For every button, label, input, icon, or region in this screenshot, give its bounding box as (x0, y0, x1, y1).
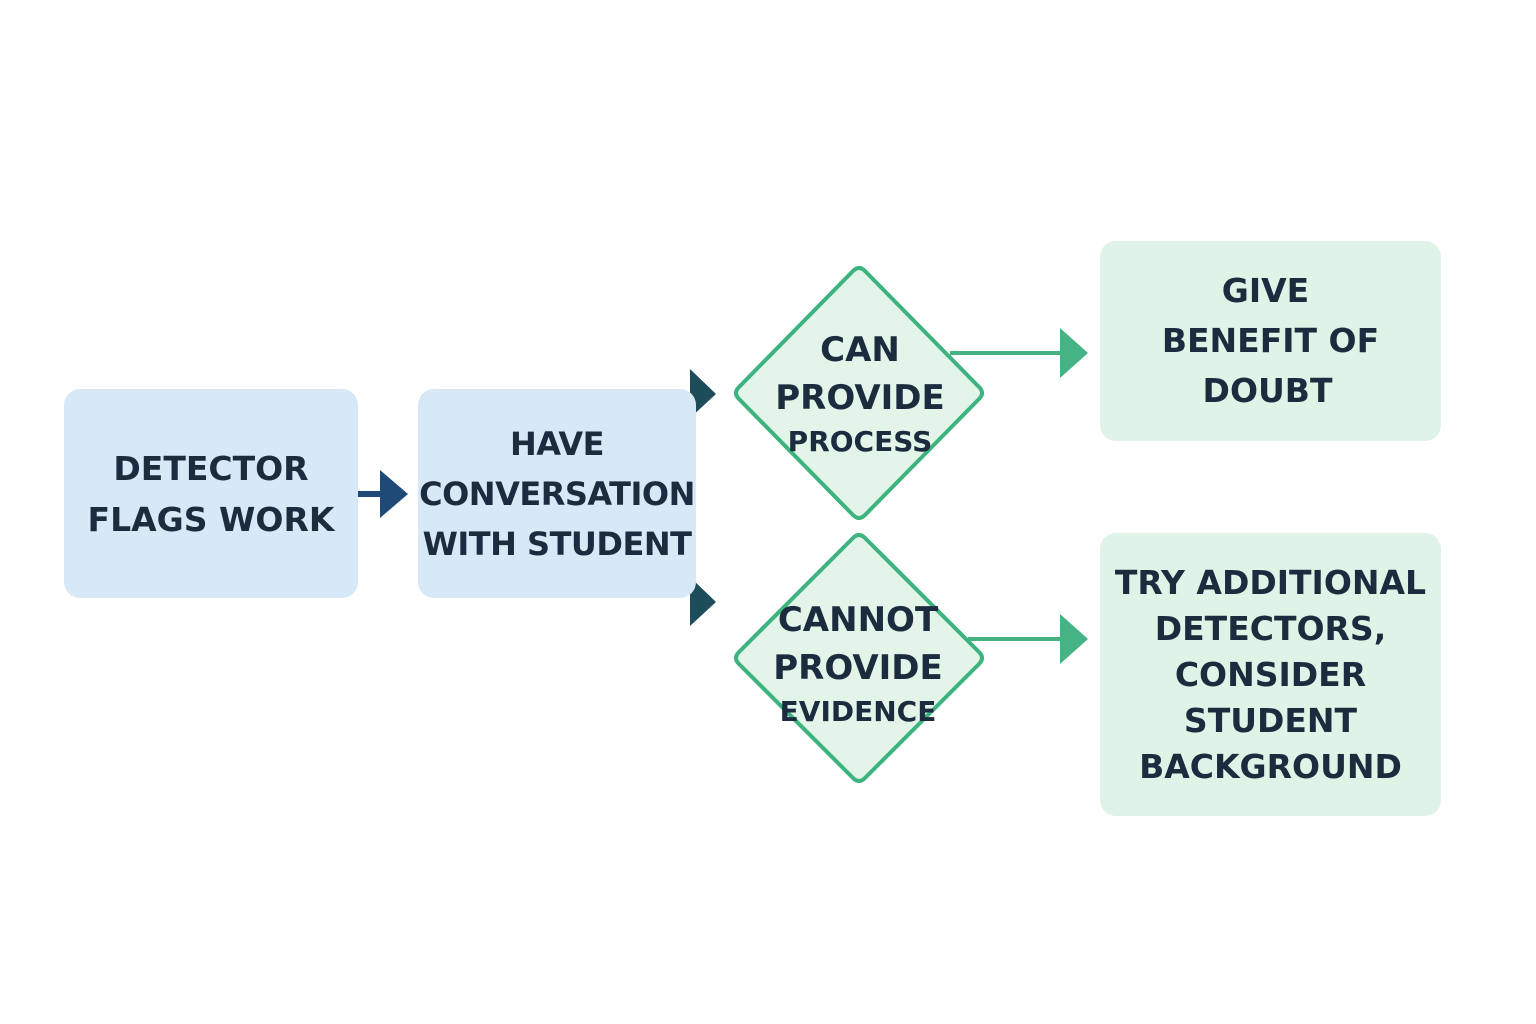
node-text-line: CANNOT (777, 600, 939, 640)
node-text-line: EVIDENCE (779, 695, 937, 728)
arrow-can-to-benefit (950, 328, 1088, 378)
node-text-line: DETECTOR (113, 448, 309, 488)
decision-label-cannot-provide: CANNOT PROVIDE EVIDENCE (738, 596, 978, 732)
node-text-line: GIVE (1221, 271, 1310, 310)
node-text-line: BACKGROUND (1139, 746, 1402, 786)
arrow-cannot-to-additional (968, 614, 1088, 664)
node-text-line: STUDENT (1183, 700, 1358, 740)
node-text-line: TRY ADDITIONAL (1114, 562, 1427, 602)
node-text-line: PROCESS (787, 425, 933, 458)
decision-label-can-provide: CAN PROVIDE PROCESS (740, 326, 980, 462)
node-text-line: CONSIDER (1174, 654, 1367, 694)
decision-diamond-cannot (734, 533, 984, 783)
arrow-branch-lower (690, 577, 716, 626)
arrow-detector-to-conversation (358, 470, 408, 518)
arrow-branch-upper (690, 369, 716, 418)
decision-diamond-can (734, 266, 984, 520)
node-try-additional-detectors: TRY ADDITIONAL DETECTORS, CONSIDER STUDE… (1100, 533, 1441, 816)
node-text-line: FLAGS WORK (87, 499, 335, 539)
node-text-line: PROVIDE (773, 648, 943, 688)
node-text-line: CAN (820, 330, 900, 370)
node-detector-flags-work: DETECTOR FLAGS WORK (64, 389, 358, 598)
node-give-benefit-of-doubt: GIVE BENEFIT OF DOUBT (1100, 241, 1441, 441)
node-text-line: CONVERSATION (419, 474, 695, 513)
node-text-line: WITH STUDENT (422, 524, 692, 563)
node-text-line: DOUBT (1202, 371, 1333, 410)
node-text-line: BENEFIT OF (1161, 321, 1380, 360)
node-text-line: HAVE (510, 424, 605, 463)
node-text-line: DETECTORS, (1154, 608, 1387, 648)
node-text-line: PROVIDE (775, 378, 945, 418)
node-have-conversation: HAVE CONVERSATION WITH STUDENT (418, 389, 696, 598)
